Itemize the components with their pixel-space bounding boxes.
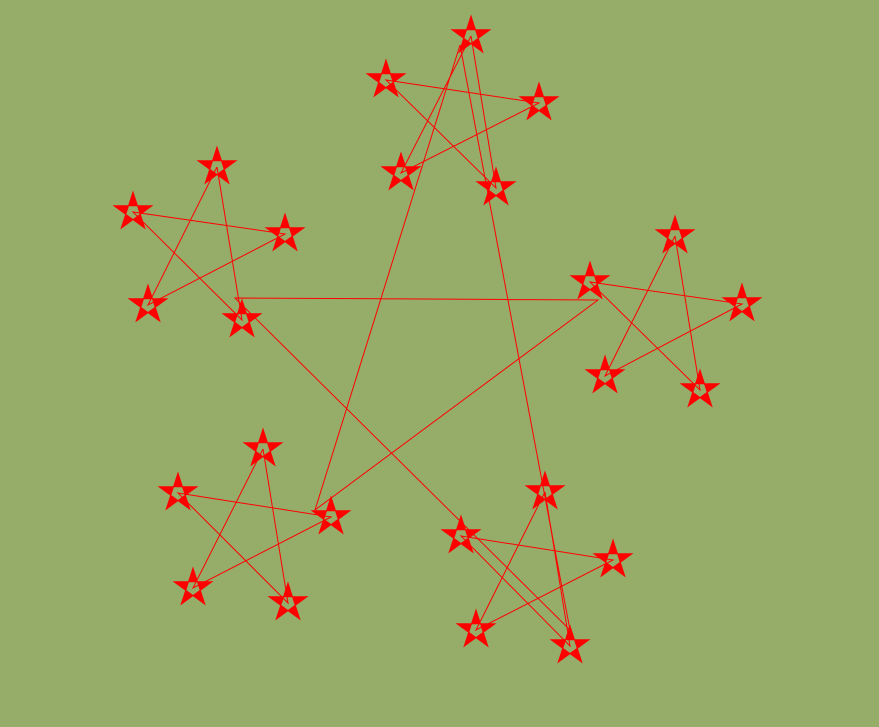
star-5-3 [221, 298, 263, 338]
star-1-3 [475, 166, 517, 206]
star-4-5 [157, 471, 199, 511]
star-4-3 [267, 581, 309, 621]
pentagram-lines [131, 35, 744, 648]
star-3-2 [592, 538, 634, 578]
star-1-1 [450, 14, 492, 54]
star-2-2 [721, 282, 763, 322]
star-3-1 [524, 470, 566, 510]
star-3-3 [549, 624, 591, 664]
star-4-2 [310, 495, 352, 535]
star-2-4 [584, 354, 626, 394]
star-4-4 [172, 566, 214, 606]
star-2-5 [569, 260, 611, 300]
star-2-3 [679, 368, 721, 408]
star-5-5 [112, 190, 154, 230]
cluster-pentagram-5 [131, 166, 287, 322]
star-1-5 [365, 58, 407, 98]
star-5-2 [264, 212, 306, 252]
small-stars [112, 14, 763, 664]
cluster-pentagram-1 [384, 35, 541, 190]
star-4-1 [242, 427, 284, 467]
cluster-pentagram-3 [459, 491, 615, 648]
star-2-1 [654, 214, 696, 254]
star-3-5 [440, 514, 482, 554]
star-3-4 [455, 608, 497, 648]
star-5-4 [127, 283, 169, 323]
cluster-pentagram-2 [588, 235, 744, 392]
star-1-2 [518, 81, 560, 121]
cluster-pentagram-4 [176, 448, 333, 605]
star-5-1 [196, 145, 238, 185]
star-1-4 [380, 151, 422, 191]
